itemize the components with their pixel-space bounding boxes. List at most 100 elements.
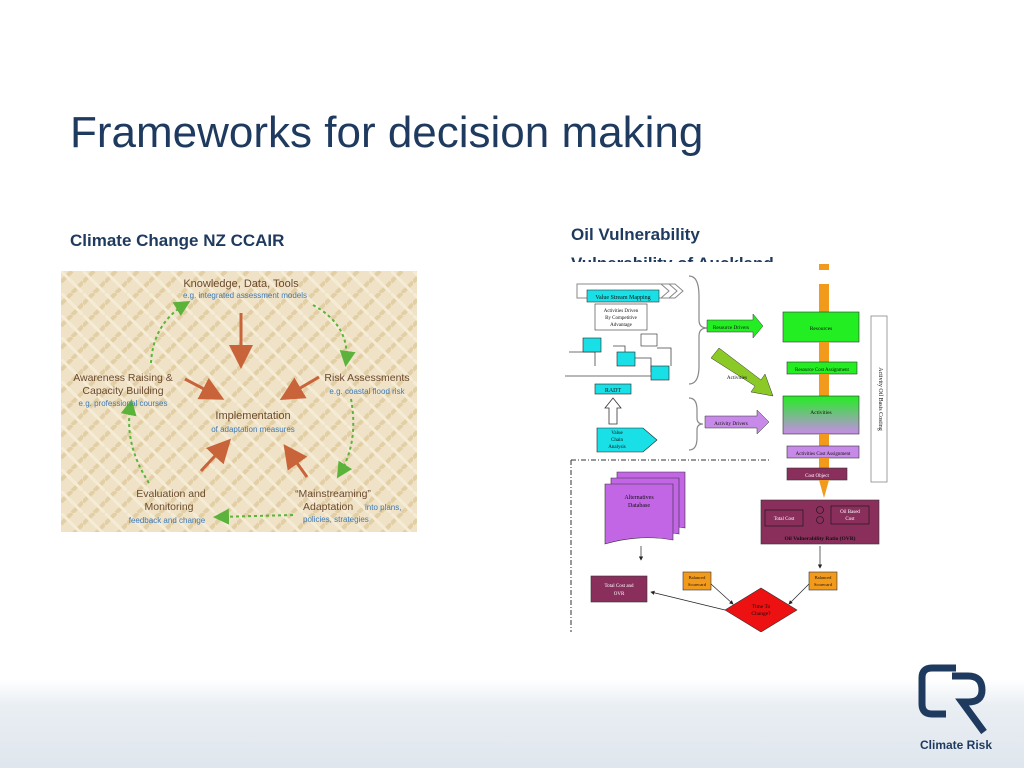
value-stream-box: [586, 289, 660, 303]
activities-box-label: Activities: [810, 410, 831, 416]
alternatives-line1: Alternatives: [624, 495, 654, 501]
ccair-left-sub: e.g. professional courses: [79, 399, 168, 408]
ccair-top-title: Knowledge, Data, Tools: [183, 278, 299, 290]
process-node-4: [640, 333, 658, 347]
ccair-bl-title-1: Evaluation and: [136, 488, 206, 500]
total-cost-ovr-line1: Total Cost and: [604, 584, 634, 589]
slide-title: Frameworks for decision making: [70, 108, 704, 157]
ccair-br-title-1: “Mainstreaming”: [295, 488, 371, 500]
total-cost-box: [764, 509, 804, 527]
cycle-arrow-top-left: [150, 300, 191, 364]
orange-down-point: [819, 480, 829, 498]
orange-bar-5: [819, 434, 829, 446]
ccair-br-title-2: Adaptation: [303, 501, 353, 513]
activities-driven-box: [594, 303, 648, 331]
orange-bar-4: [819, 374, 829, 396]
alternatives-line2: Database: [628, 503, 650, 509]
arrow-br-center: [283, 444, 309, 478]
radt-label: RADT: [605, 388, 622, 394]
activities-driven-line3: Advantage: [610, 323, 632, 328]
value-stream-chevrons: [660, 283, 678, 299]
climate-risk-logo: [918, 664, 987, 735]
oil-based-box: [830, 505, 870, 525]
connector-diamond-to-total: [650, 590, 726, 611]
logo-r-shape: [952, 672, 987, 735]
balanced-scorecard-left: [682, 571, 712, 591]
oil-based-line1: Oil Based: [840, 510, 860, 515]
time-to-change-line2: Change?: [751, 611, 771, 617]
ccair-left-title-1: Awareness Raising &: [73, 372, 173, 384]
time-to-change-line1: Time To: [752, 604, 771, 610]
logo-c-shape: [918, 664, 956, 718]
dashed-separator: [570, 459, 771, 632]
ccair-bl-sub: feedback and change: [129, 516, 206, 525]
activity-drivers-label: Activity Drivers: [714, 421, 748, 427]
ccair-bl-title-2: Monitoring: [144, 501, 193, 513]
value-stream-label: Value Stream Mapping: [595, 295, 650, 301]
total-cost-ovr-line2: OVR: [614, 592, 625, 597]
cycle-arrow-right: [336, 398, 355, 479]
resources-label: Resources: [810, 326, 833, 332]
total-cost-label: Total Cost: [774, 517, 795, 522]
time-to-change-diamond: [724, 587, 798, 632]
ovr-circle-bottom: [816, 516, 824, 524]
activities-driven-line1: Activities Driven: [604, 309, 639, 314]
value-chain-line1: Value: [611, 431, 623, 436]
value-chain-pentagon: [596, 427, 658, 453]
balanced-right-line1: Balanced: [815, 575, 832, 580]
footer-band: [0, 680, 1024, 768]
cycle-arrow-bottom: [213, 508, 294, 525]
weave-background: [61, 271, 417, 532]
balanced-left-line2: Scorecard: [688, 582, 707, 587]
oil-subtitle-cut-text: Vulnerability of Auckland: [571, 254, 831, 262]
alternatives-doc-front: [604, 483, 674, 545]
connector-right-balanced: [788, 583, 810, 605]
oil-subtitle-cut: Vulnerability of Auckland: [571, 252, 831, 262]
ovr-label: Oil Vulnerability Ratio (OVR): [784, 535, 855, 542]
activities-arrow-label: Activities: [727, 375, 747, 381]
orange-bar-3: [819, 342, 829, 362]
process-node-2: [616, 351, 636, 367]
cycle-arrow-left: [120, 399, 150, 484]
resource-drivers-arrow: [706, 313, 764, 339]
resource-drivers-label: Resource Drivers: [713, 325, 749, 331]
radt-box: [594, 383, 632, 395]
oil-flowchart: Value Stream Mapping Activities Driven B…: [565, 264, 888, 632]
top-orange-bar-1: [819, 264, 829, 270]
balanced-left-line1: Balanced: [689, 575, 706, 580]
total-cost-ovr-box: [590, 575, 648, 603]
logo-text: Climate Risk: [920, 738, 993, 752]
ovr-circle-top: [816, 506, 824, 514]
ccair-diagram: Knowledge, Data, Tools e.g. integrated a…: [61, 271, 417, 532]
arrow-right-center: [279, 375, 320, 401]
oil-based-line2: Cost: [845, 517, 855, 522]
ccair-top-sub: e.g. integrated assessment models: [183, 291, 307, 300]
cost-object-box: [786, 467, 848, 481]
value-stream-banner: [576, 283, 684, 299]
top-orange-bar-2: [819, 284, 829, 312]
ccair-br-sub-1: into plans,: [365, 503, 401, 512]
brace-upper: [688, 275, 708, 385]
process-node-1: [582, 337, 602, 353]
oil-subtitle: Oil Vulnerability: [571, 225, 700, 244]
arrow-bl-center: [199, 438, 232, 473]
ccair-br-sub-2: policies, strategies: [303, 515, 369, 524]
activities-box: [782, 395, 860, 435]
value-chain-line2: Chain: [611, 438, 623, 443]
resource-cost-label: Resource Cost Assignment: [795, 368, 849, 373]
ccair-subtitle: Climate Change NZ CCAIR: [70, 231, 285, 250]
up-arrow-hollow: [604, 397, 622, 425]
activities-driven-line2: By Competitive: [605, 316, 638, 321]
cost-object-label: Cost Object: [805, 474, 829, 479]
side-label-box: [870, 315, 888, 483]
side-label: Activity Oil Basis Costing: [877, 367, 883, 431]
value-chain-line3: Analysis: [608, 445, 626, 450]
ccair-right-sub: e.g. coastal flood risk: [329, 387, 405, 396]
brace-lower: [688, 397, 704, 451]
ccair-center-title: Implementation: [215, 410, 290, 422]
activities-diagonal-arrow: [710, 347, 774, 397]
process-node-3: [650, 365, 670, 381]
ccair-right-title: Risk Assessments: [324, 372, 409, 384]
ccair-center-sub: of adaptation measures: [211, 425, 295, 434]
balanced-right-line2: Scorecard: [814, 582, 833, 587]
